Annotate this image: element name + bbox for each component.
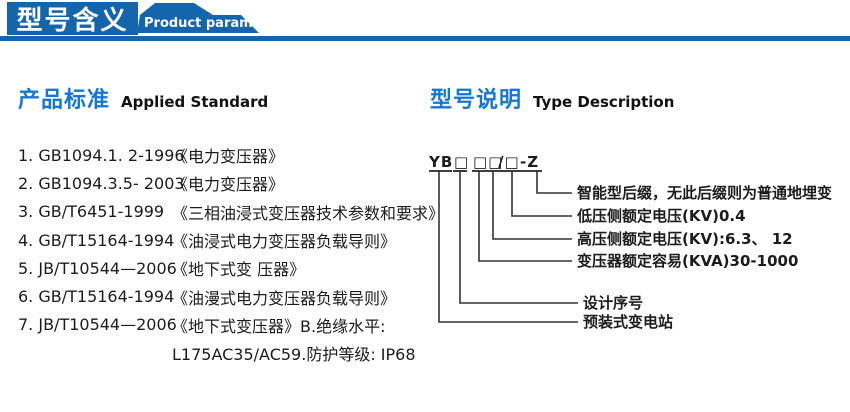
label-rated-capacity: 变压器额定容易(KVA)30-1000: [577, 252, 798, 270]
model-code-box-4: /□: [498, 153, 520, 171]
standard-title: 《电力变压器》: [172, 175, 285, 195]
leader-line-hv: [492, 171, 572, 240]
label-lv-rated-voltage: 低压侧额定电压(KV)0.4: [576, 207, 746, 225]
leader-line-capacity: [478, 171, 572, 262]
label-prefab-substation: 预装式变电站: [583, 313, 673, 331]
leader-line-suffix: [536, 171, 572, 194]
standard-code: 7. JB/T10544—2006: [18, 315, 177, 335]
standard-code: 5. JB/T10544—2006: [18, 258, 177, 278]
standard-title: 《油漫式电力变压器负载导则》: [172, 288, 397, 308]
label-smart-suffix: 智能型后缀，无此后缀则为普通地埋变: [577, 184, 832, 202]
list-item: 3. GB/T6451-1999 《三相油浸式变压器技术参数和要求》: [18, 198, 444, 226]
model-code-suffix: -Z: [520, 153, 539, 171]
type-description-heading-en: Type Description: [533, 93, 675, 111]
leader-line-lv: [511, 171, 572, 217]
header-wing-shape: [137, 3, 259, 33]
standard-title: L175AC35/AC59.防护等级: IP68: [172, 345, 416, 365]
type-description-heading: 型号说明 Type Description: [430, 82, 674, 114]
list-item: 1. GB1094.1. 2-1996 《电力变压器》: [18, 141, 423, 169]
standard-title: 《地下式变压器》B.绝缘水平:: [172, 316, 386, 336]
model-code-box-1: □: [454, 153, 469, 171]
list-item: 7. JB/T10544—2006 《地下式变压器》B.绝缘水平:: [18, 311, 423, 339]
standard-title: 《电力变压器》: [172, 147, 285, 167]
list-item: 6. GB/T15164-1994 《油漫式电力变压器负载导则》: [18, 282, 423, 310]
list-item: 4. GB/T15164-1994 《油浸式电力变压器负载导则》: [18, 226, 423, 254]
model-code-diagram: YB □ □□ /□ -Z 智能型后缀，无此后缀则为普通地埋变 低压侧额定电压(…: [428, 153, 832, 331]
leader-line-design-no: [459, 171, 578, 304]
leader-line-substation: [438, 171, 578, 323]
standard-code: 6. GB/T15164-1994: [18, 287, 175, 307]
standard-title: 《油浸式电力变压器负载导则》: [172, 232, 397, 252]
list-item: 5. JB/T10544—2006 《地下式变 压器》: [18, 254, 423, 282]
list-item: 2. GB1094.3.5- 2003 《电力变压器》: [18, 169, 423, 197]
model-code-box-2-3: □□: [473, 153, 503, 171]
standards-heading: 产品标准 Applied Standard: [18, 82, 268, 114]
standards-heading-en: Applied Standard: [121, 93, 269, 111]
page-title: 型号含义: [7, 2, 138, 36]
label-design-number: 设计序号: [583, 294, 643, 312]
type-description-heading-cn: 型号说明: [430, 88, 523, 113]
label-hv-rated-voltage: 高压侧额定电压(KV):6.3、 12: [577, 230, 793, 248]
standard-code: 3. GB/T6451-1999: [18, 202, 165, 222]
model-code-prefix: YB: [428, 153, 453, 171]
standard-code: 4. GB/T15164-1994: [18, 230, 175, 250]
standard-code: 2. GB1094.3.5- 2003: [18, 173, 185, 193]
standard-title: 《三相油浸式变压器技术参数和要求》: [172, 203, 445, 223]
standards-list: 1. GB1094.1. 2-1996 《电力变压器》 2. GB1094.3.…: [18, 141, 444, 367]
header-divider-line: [0, 36, 850, 41]
page-subtitle: Product parameters: [144, 16, 291, 31]
standard-title: 《地下式变 压器》: [172, 260, 306, 280]
standard-code: 1. GB1094.1. 2-1996: [18, 145, 185, 165]
list-item: L175AC35/AC59.防护等级: IP68: [18, 339, 423, 367]
standards-heading-cn: 产品标准: [18, 88, 111, 113]
